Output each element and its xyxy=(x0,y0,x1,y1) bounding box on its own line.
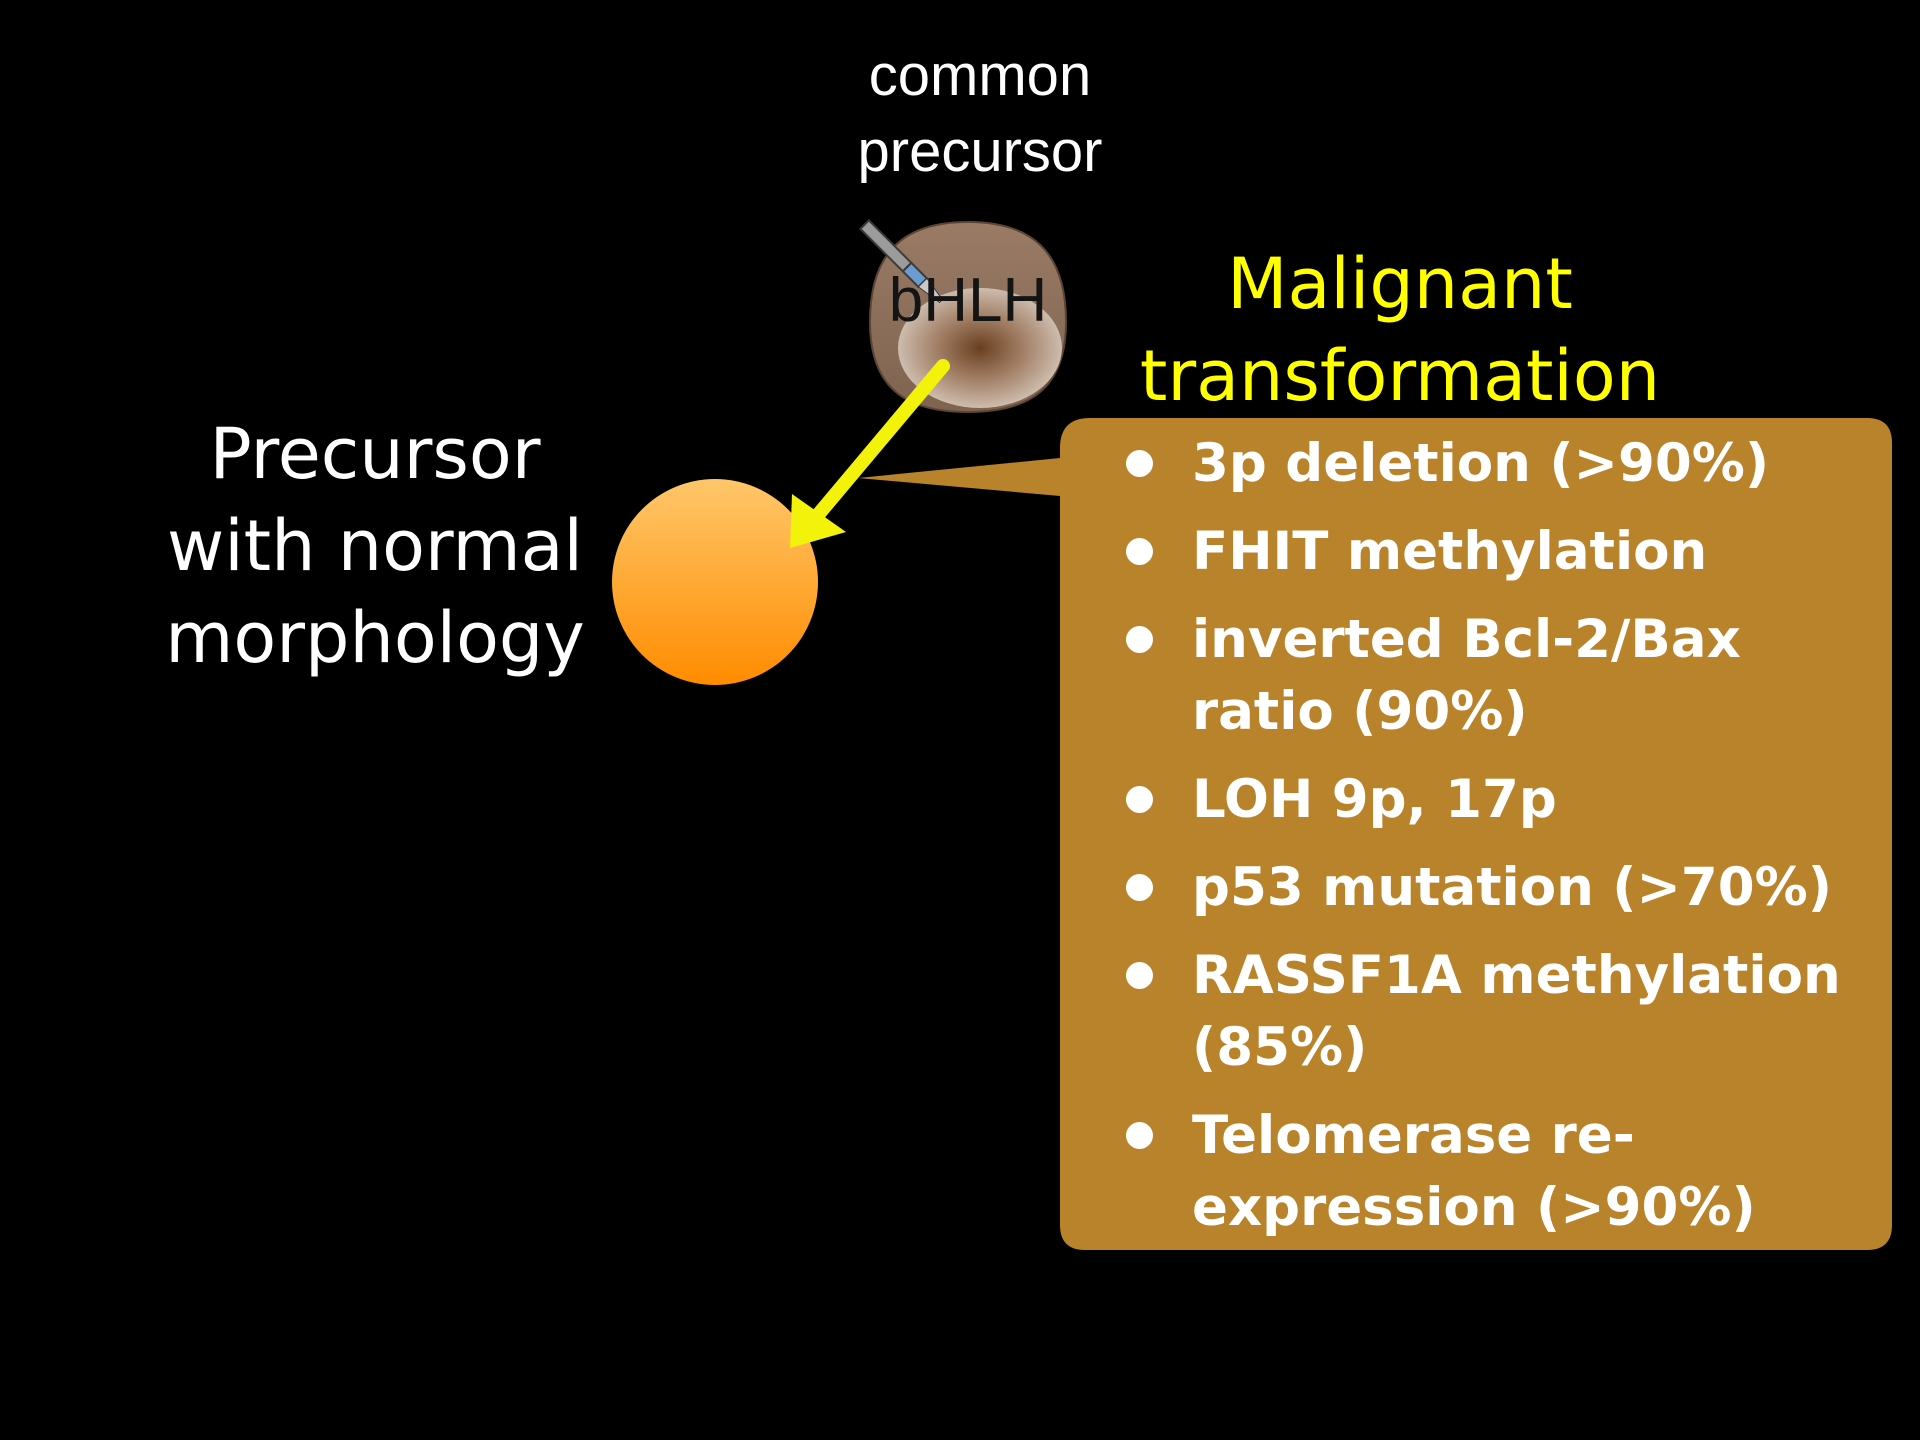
list-item: RASSF1A methylation (85%) xyxy=(1120,940,1890,1084)
precursor-line2: with normal xyxy=(166,505,584,587)
list-item-text: 3p deletion (>90%) xyxy=(1192,433,1770,494)
list-item: Telomerase re-expression (>90%) xyxy=(1120,1100,1890,1244)
precursor-label: Precursor with normal morphology xyxy=(140,408,610,684)
list-item-text: LOH 9p, 17p xyxy=(1192,769,1557,830)
precursor-line1: Precursor xyxy=(209,413,541,495)
list-item-text: p53 mutation (>70%) xyxy=(1192,857,1833,918)
bullet-icon xyxy=(1126,962,1153,989)
malignant-title-line1: Malignant xyxy=(1227,243,1573,325)
precursor-line3: morphology xyxy=(165,597,585,679)
bullet-icon xyxy=(1126,1122,1153,1149)
bullet-icon xyxy=(1126,626,1153,653)
bullet-icon xyxy=(1126,874,1153,901)
common-precursor-line1: common xyxy=(868,43,1092,108)
list-item: 3p deletion (>90%) xyxy=(1120,428,1890,500)
bullet-icon xyxy=(1126,450,1153,477)
common-precursor-label: common precursor xyxy=(820,38,1140,190)
list-item: FHIT methylation xyxy=(1120,516,1890,588)
malignant-transformation-title: Malignant transformation xyxy=(1120,238,1680,422)
list-item-text: Telomerase re-expression (>90%) xyxy=(1192,1105,1756,1238)
list-item-text: inverted Bcl-2/Bax ratio (90%) xyxy=(1192,609,1741,742)
pipette-icon xyxy=(858,218,944,304)
list-item-text: FHIT methylation xyxy=(1192,521,1708,582)
common-precursor-line2: precursor xyxy=(857,119,1103,184)
list-item: LOH 9p, 17p xyxy=(1120,764,1890,836)
callout-box xyxy=(858,418,1892,1250)
list-item-text: RASSF1A methylation (85%) xyxy=(1192,945,1841,1078)
transformation-arrow xyxy=(790,359,950,548)
bullet-icon xyxy=(1126,786,1153,813)
bhlh-label: bHLH xyxy=(888,266,1048,335)
malignant-title-line2: transformation xyxy=(1139,335,1661,417)
precursor-cell xyxy=(612,479,818,685)
list-item: inverted Bcl-2/Bax ratio (90%) xyxy=(1120,604,1890,748)
list-item: p53 mutation (>70%) xyxy=(1120,852,1890,924)
genetic-changes-list: 3p deletion (>90%) FHIT methylation inve… xyxy=(1120,428,1890,1260)
bullet-icon xyxy=(1126,538,1153,565)
